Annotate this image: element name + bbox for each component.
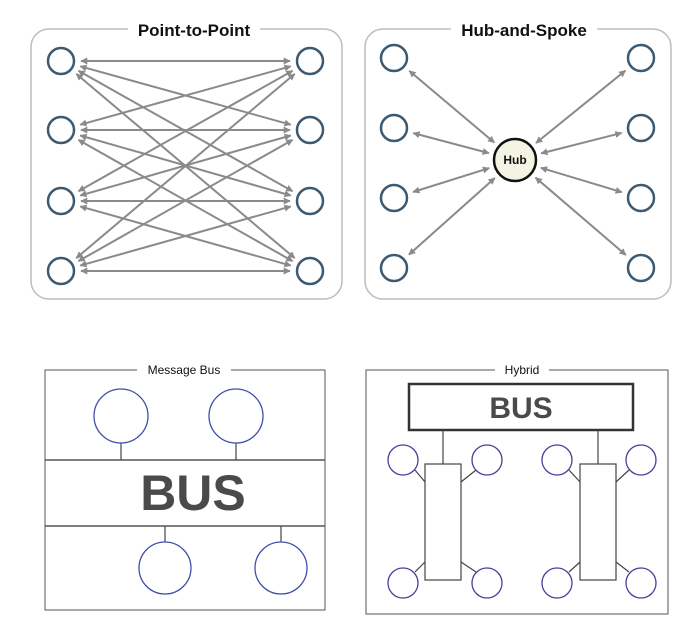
endpoint-node: [295, 256, 325, 286]
endpoint-node: [379, 253, 409, 283]
point-to-point-panel: Point-to-Point: [30, 18, 343, 300]
spoke-arrow: [534, 176, 627, 256]
spoke-arrows: [408, 69, 627, 256]
spoke-arrow: [535, 69, 627, 144]
application-node: [208, 388, 264, 444]
application-node: [625, 444, 657, 476]
application-node: [471, 567, 503, 599]
spoke-arrow: [408, 177, 496, 256]
hub-label: Hub: [503, 153, 526, 167]
hub-node: [492, 137, 538, 183]
endpoint-node: [295, 115, 325, 145]
application-node: [541, 567, 573, 599]
hub-and-spoke-panel: Hub-and-Spoke Hub: [364, 18, 672, 300]
hybrid-panel: Hybrid BUS: [365, 362, 669, 615]
connection-arrow: [79, 204, 292, 268]
title-background: [451, 18, 597, 42]
node-connector: [460, 469, 477, 483]
endpoint-node: [46, 256, 76, 286]
spoke-arrow: [408, 70, 496, 144]
application-node: [387, 567, 419, 599]
endpoint-node: [295, 46, 325, 76]
endpoint-nodes: [46, 46, 325, 286]
endpoint-node: [379, 183, 409, 213]
endpoint-node: [626, 253, 656, 283]
panel-title: Message Bus: [148, 363, 221, 377]
application-node: [471, 444, 503, 476]
application-node: [541, 444, 573, 476]
local-hub: [579, 463, 617, 581]
node-connector: [615, 561, 630, 573]
node-connector: [568, 469, 581, 483]
endpoint-node: [626, 183, 656, 213]
node-connector: [414, 469, 426, 483]
central-bus: [407, 382, 635, 432]
endpoint-node: [379, 113, 409, 143]
node-connector: [460, 561, 477, 573]
bus-label: BUS: [489, 392, 552, 425]
endpoint-node: [379, 43, 409, 73]
application-node: [138, 541, 192, 595]
endpoint-node: [46, 186, 76, 216]
title-background: [137, 362, 231, 378]
endpoint-node: [46, 115, 76, 145]
application-node: [387, 444, 419, 476]
endpoint-node: [626, 113, 656, 143]
application-node: [625, 567, 657, 599]
application-node: [93, 388, 149, 444]
endpoint-node: [46, 46, 76, 76]
panel-title: Hybrid: [505, 363, 540, 377]
panel-title: Hub-and-Spoke: [461, 21, 587, 40]
node-connector: [568, 561, 581, 573]
title-background: [495, 362, 549, 378]
node-connector: [414, 561, 426, 573]
spoke-arrow: [412, 131, 490, 155]
spoke-arrow: [540, 131, 623, 156]
node-connector: [615, 469, 630, 483]
endpoint-node: [626, 43, 656, 73]
local-hub: [424, 463, 462, 581]
title-background: [128, 18, 260, 42]
endpoint-node: [295, 186, 325, 216]
endpoint-nodes: [379, 43, 656, 283]
connection-arrows: [75, 57, 296, 275]
panel-title: Point-to-Point: [138, 21, 251, 40]
bus-label: BUS: [140, 465, 246, 521]
application-node: [254, 541, 308, 595]
message-bus-panel: Message Bus BUS: [44, 362, 326, 611]
